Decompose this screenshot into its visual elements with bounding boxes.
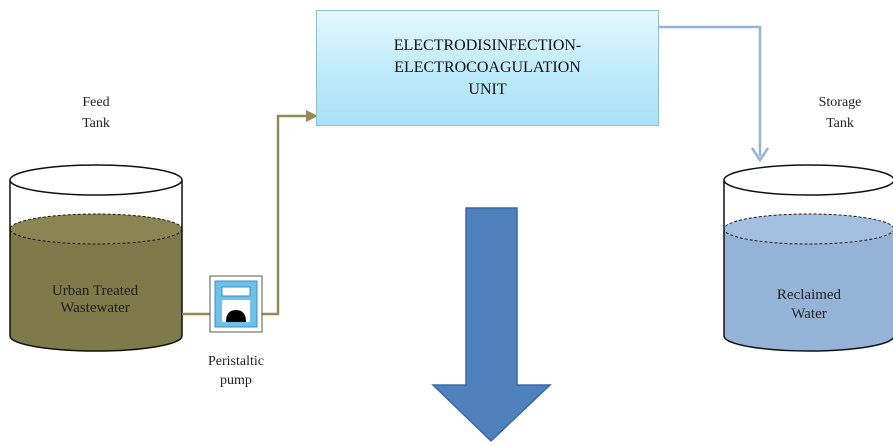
storage-tank-label-line2: Tank	[826, 116, 854, 131]
unit-line1: ELECTRODISINFECTION-	[393, 37, 582, 54]
feed-tank-liquid	[10, 229, 182, 351]
output-pipe	[659, 25, 762, 156]
electro-unit-box: ELECTRODISINFECTION- ELECTROCOAGULATION …	[316, 10, 659, 126]
feed-pipe-arrowhead	[306, 110, 318, 122]
down-arrow	[431, 207, 552, 443]
feed-tank	[9, 164, 183, 352]
peristaltic-pump	[209, 275, 263, 333]
pump-label-line2: pump	[220, 373, 252, 388]
storage-tank-body	[723, 180, 893, 352]
output-pipe-arrowhead	[750, 147, 770, 163]
electro-unit-label: ELECTRODISINFECTION- ELECTROCOAGULATION …	[368, 35, 608, 101]
unit-line3: UNIT	[468, 81, 507, 98]
feed-tank-body	[9, 180, 183, 352]
storage-tank-liquid-surface	[723, 213, 893, 245]
feed-tank-label: Feed Tank	[66, 94, 126, 132]
storage-tank-label: Storage Tank	[800, 94, 880, 132]
feed-tank-label-line1: Feed	[82, 95, 110, 110]
storage-tank-label-line1: Storage	[818, 95, 862, 110]
feed-tank-liquid-surface	[9, 213, 183, 245]
pump-label-line1: Peristaltic	[208, 354, 264, 369]
storage-content-line1: Reclaimed	[776, 287, 842, 303]
storage-tank-liquid	[724, 229, 893, 351]
storage-content-line2: Water	[791, 306, 827, 322]
feed-tank-label-line2: Tank	[82, 116, 110, 131]
storage-tank-content-label: Reclaimed Water	[754, 287, 864, 323]
feed-content-line2: Wastewater	[60, 300, 130, 316]
storage-tank-rim	[723, 164, 893, 196]
unit-line2: ELECTROCOAGULATION	[394, 59, 581, 76]
pump-label: Peristaltic pump	[186, 353, 286, 389]
feed-content-line1: Urban Treated	[51, 283, 139, 299]
feed-tank-rim	[9, 164, 183, 196]
feed-tank-content-label: Urban Treated Wastewater	[20, 283, 170, 317]
storage-tank	[723, 164, 893, 352]
